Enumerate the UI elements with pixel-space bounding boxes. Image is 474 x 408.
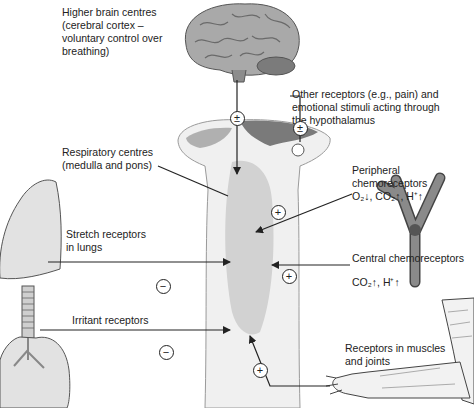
text-label: Irritant receptors [72, 314, 182, 327]
sign-symbol: − [157, 280, 170, 293]
trachea-lung-image [0, 286, 70, 408]
brain-image [185, 4, 299, 82]
text-label: Other receptors (e.g., pain) and emotion… [292, 88, 442, 127]
text-label: Higher brain centres (cerebral cortex – … [62, 6, 166, 58]
arrow-lines [40, 80, 352, 386]
text-label: Respiratory centres (medulla and pons) [62, 146, 162, 172]
sign-circle: − [159, 345, 174, 360]
arm-image [326, 298, 474, 404]
text-label: Receptors in muscles and joints [345, 342, 455, 368]
sign-symbol: + [283, 270, 296, 283]
brainstem-section [178, 120, 330, 408]
sign-circle: + [253, 363, 268, 378]
text-label: Peripheral chemoreceptors [352, 164, 442, 190]
text-label: CO₂↑, H⁺↑ [352, 276, 462, 289]
sign-circle: ± [293, 121, 308, 136]
sign-circle: − [156, 279, 171, 294]
sign-symbol: ± [231, 112, 244, 125]
text-label: Central chemoreceptors [352, 252, 474, 265]
sign-symbol: + [254, 364, 267, 377]
sign-circle: + [271, 205, 286, 220]
sign-symbol: ± [294, 122, 307, 135]
sign-circle: + [282, 269, 297, 284]
text-label: Stretch receptors in lungs [66, 228, 156, 254]
sign-symbol: + [272, 206, 285, 219]
sign-circle: ± [230, 111, 245, 126]
sign-symbol: − [160, 346, 173, 359]
text-label: O₂↓, CO₂↑, H⁺↑ [352, 190, 462, 203]
lung-image [0, 180, 61, 279]
